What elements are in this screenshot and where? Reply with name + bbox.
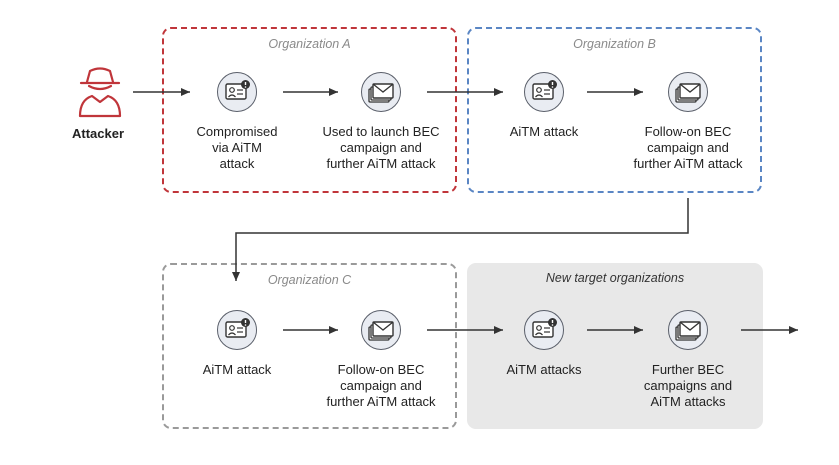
node-org-a-bec-launch: Used to launch BEC campaign and further … (306, 72, 456, 172)
node-label: AiTM attack (202, 362, 272, 377)
organization-b-title: Organization B (573, 37, 656, 51)
node-org-c-aitm: AiTM attack (162, 310, 312, 378)
node-label: Further BEC campaigns and AiTM attacks (643, 362, 733, 409)
node-org-b-aitm: AiTM attack (469, 72, 619, 140)
email-stack-icon (361, 310, 401, 350)
attacker-icon (78, 67, 122, 118)
organization-c-box: Organization C (162, 263, 457, 429)
id-card-alert-icon (524, 310, 564, 350)
node-label: Follow-on BEC campaign and further AiTM … (633, 124, 743, 171)
new-target-organizations-title: New target organizations (545, 271, 685, 285)
email-stack-icon (361, 72, 401, 112)
organization-a-title: Organization A (268, 37, 351, 51)
organization-b-box: Organization B (467, 27, 762, 193)
node-new-further-bec: Further BEC campaigns and AiTM attacks (613, 310, 763, 410)
id-card-alert-icon (217, 310, 257, 350)
node-org-a-compromised: Compromised via AiTM attack (162, 72, 312, 172)
node-org-b-follow-on: Follow-on BEC campaign and further AiTM … (613, 72, 763, 172)
node-label: AiTM attack (509, 124, 579, 139)
id-card-alert-icon (524, 72, 564, 112)
node-org-c-follow-on: Follow-on BEC campaign and further AiTM … (306, 310, 456, 410)
email-stack-icon (668, 72, 708, 112)
node-label: Used to launch BEC campaign and further … (322, 124, 440, 171)
new-target-organizations-box: New target organizations (467, 263, 763, 429)
id-card-alert-icon (217, 72, 257, 112)
arrow-b2-to-c1 (232, 198, 689, 281)
node-new-aitm-attacks: AiTM attacks (469, 310, 619, 378)
node-label: Follow-on BEC campaign and further AiTM … (326, 362, 436, 409)
organization-c-title: Organization C (267, 273, 352, 287)
attacker-label: Attacker (72, 126, 125, 141)
node-label: Compromised via AiTM attack (196, 124, 278, 171)
organization-a-box: Organization A (162, 27, 457, 193)
node-label: AiTM attacks (506, 362, 582, 377)
email-stack-icon (668, 310, 708, 350)
